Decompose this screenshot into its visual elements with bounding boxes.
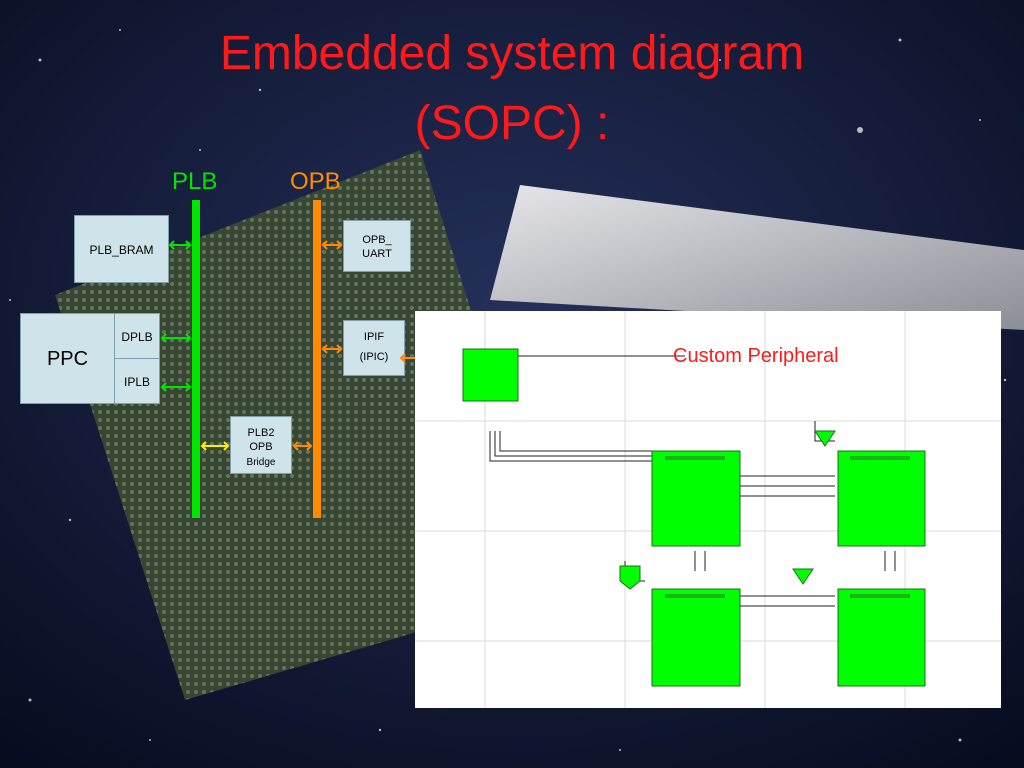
slide-title-line1: Embedded system diagram bbox=[219, 27, 805, 80]
plb-bus-label: PLB bbox=[172, 168, 218, 195]
opb-uart-block: OPB_ UART bbox=[343, 220, 411, 272]
plb-bram-block: PLB_BRAM bbox=[74, 215, 169, 283]
iplb-label: IPLB bbox=[123, 375, 150, 389]
ppc-label: PPC bbox=[46, 348, 89, 370]
opb-bus-line bbox=[313, 200, 321, 518]
custom-peripheral-schematic bbox=[415, 311, 1001, 708]
schematic-blocks bbox=[462, 348, 926, 687]
opb-uart-label-line2: UART bbox=[362, 248, 392, 260]
logic-gate-1 bbox=[814, 430, 836, 447]
peripheral-block-1 bbox=[651, 450, 741, 547]
bridge-label-line3: Bridge bbox=[246, 457, 276, 468]
plb-bram-label: PLB_BRAM bbox=[89, 243, 154, 257]
ppc-block: PPC bbox=[20, 313, 115, 404]
logic-gate-3 bbox=[792, 568, 814, 585]
custom-peripheral-label: Custom Peripheral bbox=[673, 345, 839, 367]
bridge-label-line1: PLB2 bbox=[247, 427, 275, 439]
logic-gate-2 bbox=[619, 565, 641, 590]
ipif-block: IPIF (IPIC) bbox=[343, 320, 405, 376]
peripheral-block-4 bbox=[837, 588, 926, 687]
ipif-label-line1: IPIF bbox=[363, 331, 385, 343]
plb-bus-line bbox=[192, 200, 200, 518]
opb-uart-label-line1: OPB_ bbox=[362, 234, 392, 246]
ipif-label-line2: (IPIC) bbox=[359, 351, 389, 363]
ipif-interface-block bbox=[462, 348, 519, 402]
peripheral-block-3 bbox=[651, 588, 741, 687]
plb2opb-bridge-block: PLB2 OPB Bridge bbox=[230, 416, 292, 474]
opb-bus-label: OPB bbox=[290, 168, 341, 195]
bridge-label-line2: OPB bbox=[249, 441, 273, 453]
peripheral-block-2 bbox=[837, 450, 926, 547]
iplb-port: IPLB bbox=[114, 358, 160, 404]
dplb-port: DPLB bbox=[114, 313, 160, 359]
dplb-label: DPLB bbox=[121, 330, 153, 344]
slide-title-line2: (SOPC) : bbox=[414, 97, 610, 150]
